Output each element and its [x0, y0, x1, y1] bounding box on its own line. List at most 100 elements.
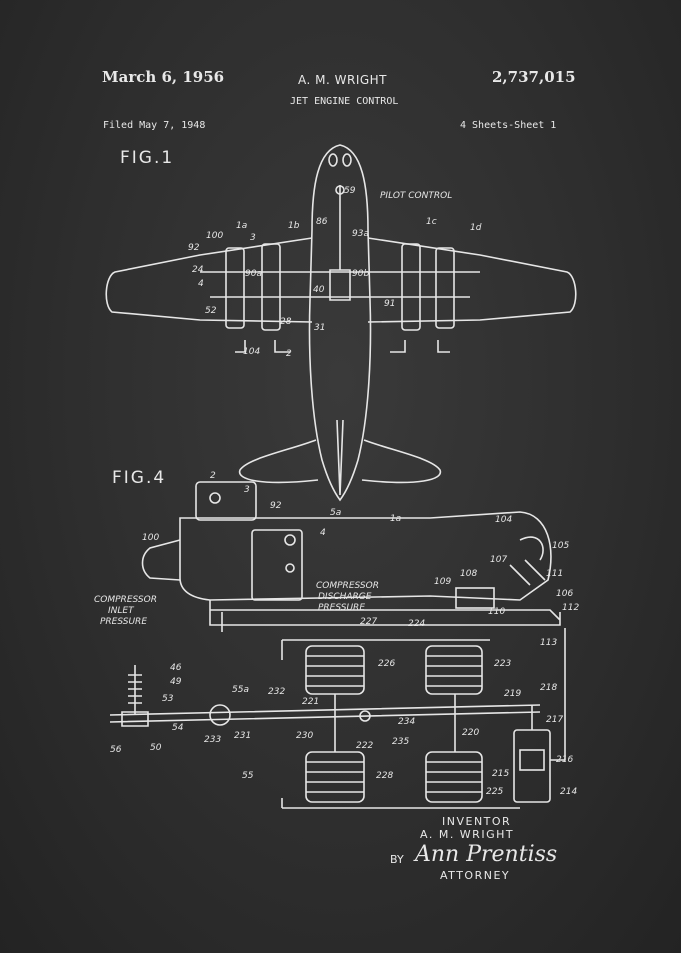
cdp-label-2: DISCHARGE — [318, 592, 372, 602]
ref-100: 100 — [206, 231, 223, 241]
inventor-name: A. M. WRIGHT — [420, 828, 515, 841]
ref-1a: 1a — [236, 221, 247, 231]
ref4-222: 222 — [356, 741, 373, 751]
ref4-3: 3 — [244, 485, 250, 495]
ref-24: 24 — [192, 265, 204, 275]
ref-31: 31 — [314, 323, 325, 333]
ref4-104: 104 — [495, 515, 512, 525]
ref-1c: 1c — [426, 217, 437, 227]
by-label: BY — [390, 853, 404, 866]
ref-1b: 1b — [288, 221, 300, 231]
ref4-232: 232 — [268, 687, 285, 697]
ref4-219: 219 — [504, 689, 521, 699]
inventor-label: INVENTOR — [442, 815, 512, 828]
ref4-230: 230 — [296, 731, 313, 741]
attorney-signature: Ann Prentiss — [415, 842, 558, 867]
ref-1d: 1d — [470, 223, 482, 233]
ref4-215: 215 — [492, 769, 509, 779]
ref4-111: 111 — [546, 569, 563, 579]
ref4-227: 227 — [360, 617, 377, 627]
ref4-2: 2 — [210, 471, 216, 481]
ref4-217: 217 — [546, 715, 563, 725]
ref4-106: 106 — [556, 589, 573, 599]
ref-52: 52 — [205, 306, 217, 316]
aircraft-drawing: PILOT CONTROL 59 86 93a 1a 1b 1c 1d 100 … — [105, 144, 577, 502]
right-wing — [367, 237, 577, 323]
bellows-223 — [425, 645, 483, 695]
ref4-220: 220 — [462, 728, 479, 738]
ref4-231: 231 — [234, 731, 251, 741]
filed-date: Filed May 7, 1948 — [103, 120, 206, 131]
cip-label-1: COMPRESSOR — [94, 595, 157, 605]
ref4-221: 221 — [302, 697, 319, 707]
cip-label-3: PRESSURE — [100, 617, 147, 627]
attorney-label: ATTORNEY — [440, 869, 511, 882]
ref4-50: 50 — [150, 743, 162, 753]
ref4-214: 214 — [560, 787, 577, 797]
ref4-92r: 92 — [270, 501, 282, 511]
ref-92: 92 — [188, 243, 200, 253]
ref4-223: 223 — [494, 659, 511, 669]
ref-91: 91 — [384, 299, 395, 309]
ref4-225: 225 — [486, 787, 503, 797]
engine-body — [179, 511, 552, 601]
ref-104: 104 — [243, 347, 260, 357]
ref4-53: 53 — [162, 694, 174, 704]
fuselage — [308, 144, 372, 502]
engine-control-drawing: COMPRESSOR DISCHARGE PRESSURE COMPRESSOR… — [94, 471, 579, 809]
ref4-105: 105 — [552, 541, 569, 551]
ref-28: 28 — [280, 317, 292, 327]
ref4-113: 113 — [540, 638, 557, 648]
tail — [238, 439, 442, 484]
fig1-label: FIG.1 — [120, 148, 175, 168]
patent-date: March 6, 1956 — [102, 68, 225, 86]
ref4-46: 46 — [170, 663, 182, 673]
ref-40: 40 — [313, 285, 325, 295]
ref4-5a: 5a — [330, 508, 341, 518]
ref4-107: 107 — [490, 555, 507, 565]
ref-3: 3 — [250, 233, 256, 243]
cip-label-2: INLET — [108, 606, 135, 616]
ref4-108: 108 — [460, 569, 477, 579]
bellows-228 — [305, 751, 365, 803]
cdp-label-1: COMPRESSOR — [316, 581, 379, 591]
inventor-name-header: A. M. WRIGHT — [298, 73, 388, 87]
ref-4: 4 — [198, 279, 204, 289]
ref4-109: 109 — [434, 577, 451, 587]
ref4-226: 226 — [378, 659, 395, 669]
ref4-55a: 55a — [232, 685, 249, 695]
lever-bar — [109, 704, 541, 723]
ref4-4: 4 — [320, 528, 326, 538]
sheet-count: 4 Sheets-Sheet 1 — [460, 120, 557, 131]
ref4-112: 112 — [562, 603, 579, 613]
fig4-label: FIG.4 — [112, 468, 167, 488]
ref4-56: 56 — [110, 745, 122, 755]
ref4-55: 55 — [242, 771, 254, 781]
ref4-233: 233 — [204, 735, 221, 745]
cdp-label-3: PRESSURE — [318, 603, 365, 613]
ref-90b: 90b — [352, 269, 369, 279]
ref4-234: 234 — [398, 717, 415, 727]
ref4-228: 228 — [376, 771, 393, 781]
bellows-226 — [305, 645, 365, 695]
left-wing — [105, 237, 313, 323]
bellows-225 — [425, 751, 483, 803]
ref4-1a: 1a — [390, 514, 401, 524]
ref4-110: 110 — [488, 607, 505, 617]
ref4-49: 49 — [170, 677, 182, 687]
ref4-54: 54 — [172, 723, 184, 733]
ref4-235: 235 — [392, 737, 409, 747]
ref4-216: 216 — [556, 755, 573, 765]
ref-2: 2 — [286, 349, 292, 359]
ref4-218: 218 — [540, 683, 557, 693]
ref-59: 59 — [344, 186, 356, 196]
ref4-100: 100 — [142, 533, 159, 543]
pilot-control-label: PILOT CONTROL — [380, 191, 452, 201]
patent-number: 2,737,015 — [492, 68, 576, 86]
patent-title: JET ENGINE CONTROL — [290, 96, 399, 107]
ref4-224: 224 — [408, 619, 425, 629]
ref-93a: 93a — [352, 229, 369, 239]
ref-86: 86 — [316, 217, 328, 227]
